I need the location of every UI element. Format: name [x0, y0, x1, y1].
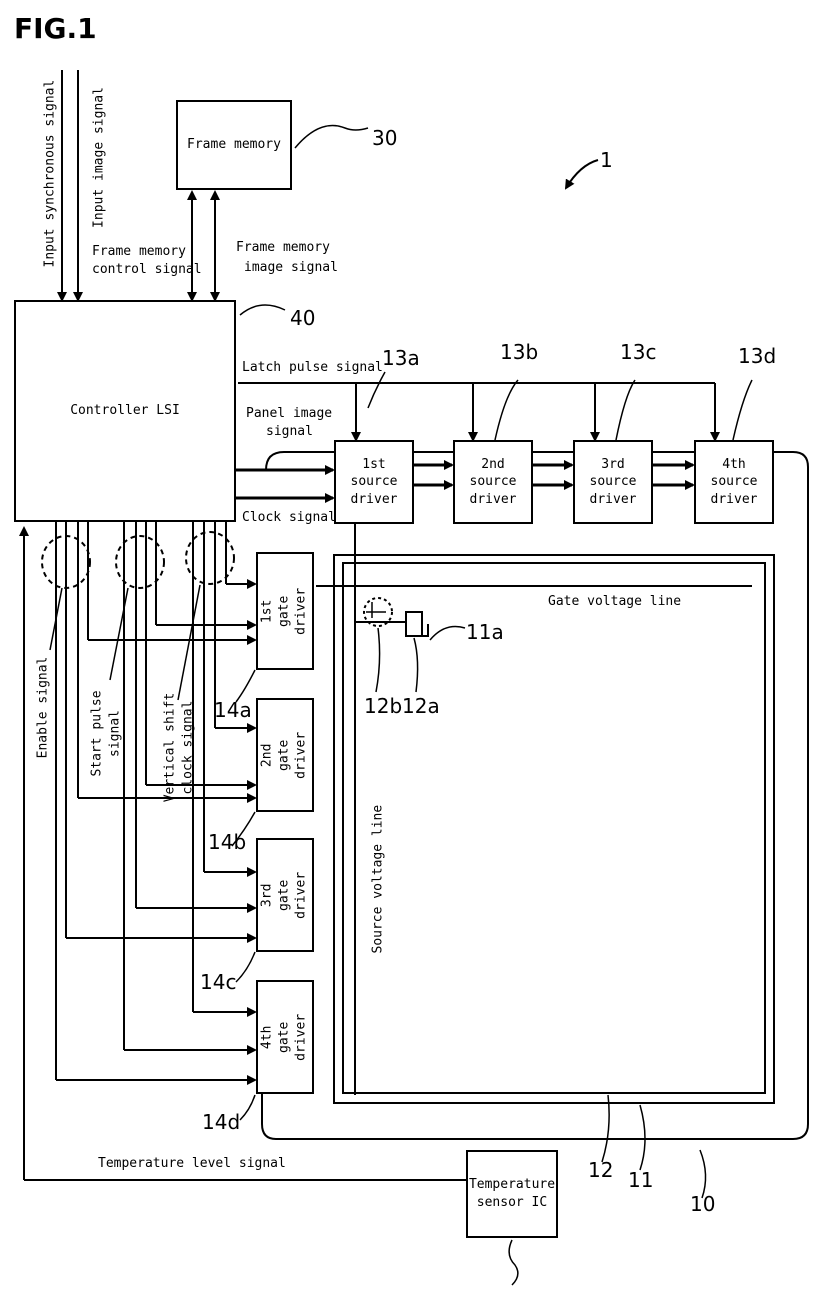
input-sync-label: Input synchronous signal	[43, 88, 58, 268]
source-driver-1: 1st source driver	[334, 440, 414, 524]
figure-title: FIG.1	[14, 12, 97, 45]
fm-image-label-2: image signal	[244, 260, 338, 275]
enable-signal-label: Enable signal	[36, 653, 51, 763]
gate-driver-2: 2nd gate driver	[256, 698, 314, 812]
vshift-label-1: Vertical shift	[163, 688, 178, 808]
start-pulse-label-1: Start pulse	[90, 679, 105, 789]
ref-1: 1	[600, 148, 613, 172]
panel-substrate-11	[334, 555, 774, 1103]
frame-memory-box: Frame memory	[176, 100, 292, 190]
temperature-level-label: Temperature level signal	[98, 1156, 286, 1171]
ref-13c: 13c	[620, 340, 656, 364]
vshift-label-2: clock signal	[181, 688, 196, 808]
fm-control-label-1: Frame memory	[92, 244, 186, 259]
ref-30: 30	[372, 126, 397, 150]
ref-11: 11	[628, 1168, 653, 1192]
ref-10: 10	[690, 1192, 715, 1216]
ref-13a: 13a	[382, 346, 420, 370]
ref-12b: 12b	[364, 694, 402, 718]
ref-13d: 13d	[738, 344, 776, 368]
source-driver-2: 2nd source driver	[453, 440, 533, 524]
panel-image-label-2: signal	[266, 424, 313, 439]
ref-14d: 14d	[202, 1110, 240, 1134]
input-image-label: Input image signal	[92, 83, 107, 233]
gate-driver-1: 1st gate driver	[256, 552, 314, 670]
source-driver-3: 3rd source driver	[573, 440, 653, 524]
ref-40: 40	[290, 306, 315, 330]
ref-14b: 14b	[208, 830, 246, 854]
fm-control-label-2: control signal	[92, 262, 202, 277]
controller-lsi-box: Controller LSI	[14, 300, 236, 522]
clock-signal-label: Clock signal	[242, 510, 336, 525]
ref-12: 12	[588, 1158, 613, 1182]
temperature-sensor-box: Temperature sensor IC	[466, 1150, 558, 1238]
ref-12a: 12a	[402, 694, 440, 718]
latch-pulse-label: Latch pulse signal	[242, 360, 383, 375]
source-voltage-label: Source voltage line	[371, 814, 386, 954]
panel-image-label-1: Panel image	[246, 406, 332, 421]
ref-13b: 13b	[500, 340, 538, 364]
start-pulse-label-2: signal	[108, 679, 123, 789]
pixel-electrode	[406, 612, 422, 636]
fm-image-label-1: Frame memory	[236, 240, 330, 255]
ref-14a: 14a	[214, 698, 252, 722]
source-driver-4: 4th source driver	[694, 440, 774, 524]
ref-11a: 11a	[466, 620, 504, 644]
gate-voltage-label: Gate voltage line	[548, 594, 681, 609]
ref-14c: 14c	[200, 970, 236, 994]
gate-driver-3: 3rd gate driver	[256, 838, 314, 952]
gate-driver-4: 4th gate driver	[256, 980, 314, 1094]
display-area-12	[343, 563, 765, 1093]
